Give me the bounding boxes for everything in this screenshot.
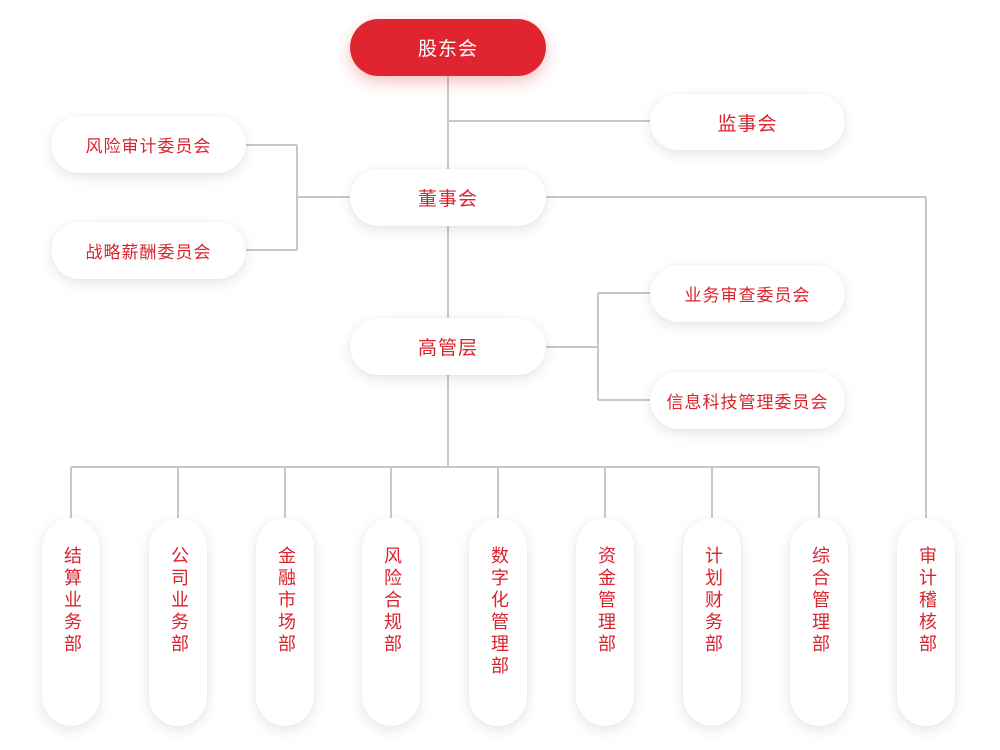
dept-settlement: 结算业务部 — [42, 518, 100, 726]
node-board: 董事会 — [350, 169, 546, 226]
dept-digital-management: 数字化管理部 — [469, 518, 527, 726]
dept-corporate-business: 公司业务部 — [149, 518, 207, 726]
node-risk-audit-committee: 风险审计委员会 — [51, 116, 246, 173]
dept-general-management: 综合管理部 — [790, 518, 848, 726]
node-strategy-compensation-committee: 战略薪酬委员会 — [51, 222, 246, 279]
node-senior-management: 高管层 — [350, 318, 546, 375]
node-supervisory-board: 监事会 — [650, 94, 845, 150]
dept-financial-markets: 金融市场部 — [256, 518, 314, 726]
node-it-management-committee: 信息科技管理委员会 — [650, 372, 845, 429]
node-business-review-committee: 业务审查委员会 — [650, 265, 845, 322]
node-shareholders: 股东会 — [350, 19, 546, 76]
dept-risk-compliance: 风险合规部 — [362, 518, 420, 726]
dept-treasury: 资金管理部 — [576, 518, 634, 726]
dept-planning-finance: 计划财务部 — [683, 518, 741, 726]
dept-audit: 审计稽核部 — [897, 518, 955, 726]
